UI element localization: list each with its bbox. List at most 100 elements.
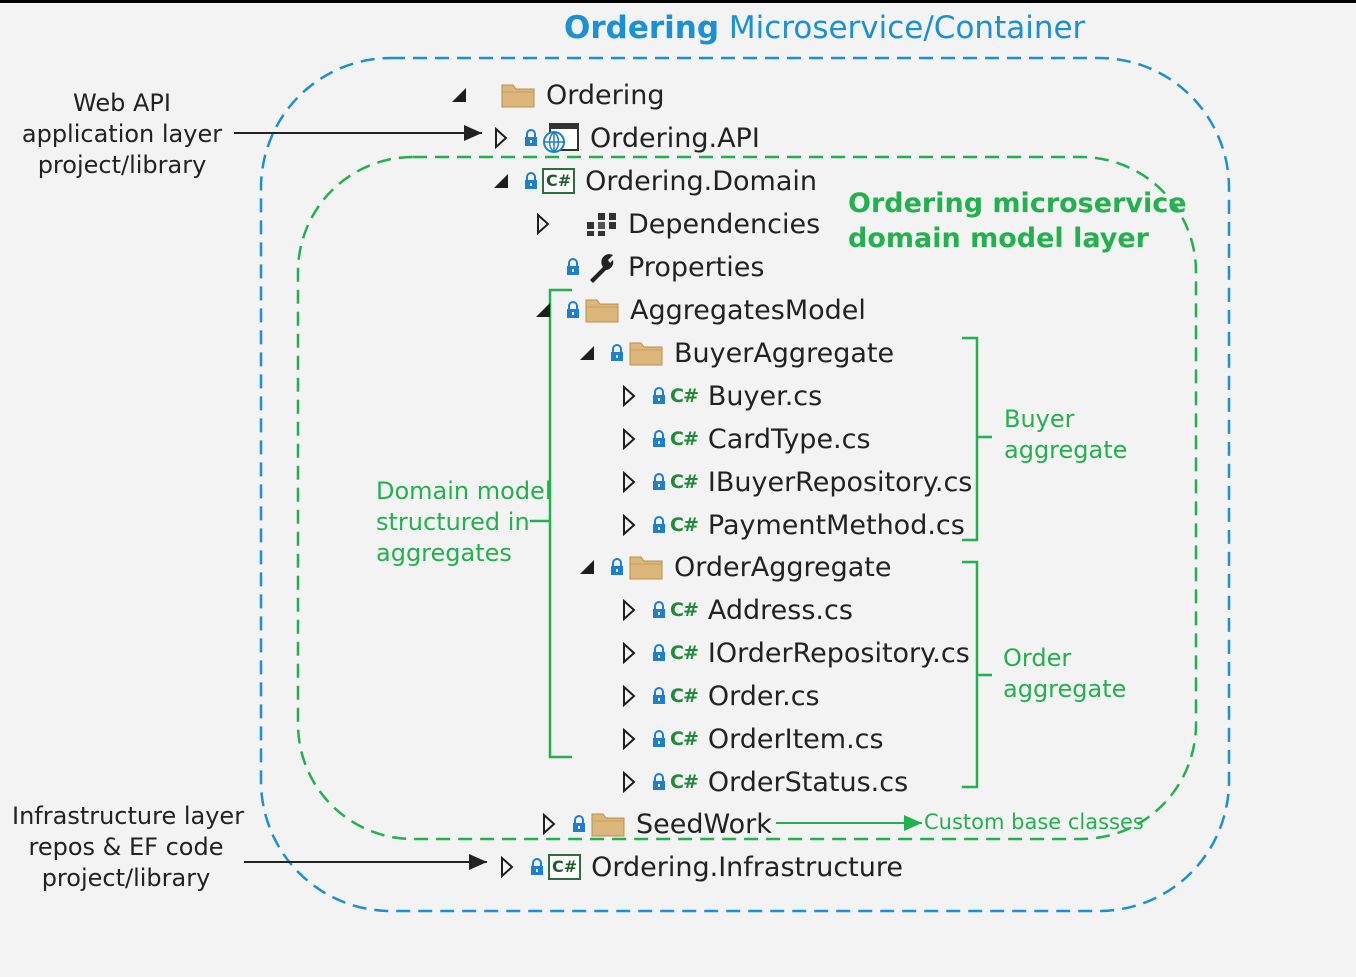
tree-item-label: OrderAggregate: [674, 551, 892, 583]
lock-icon: [610, 558, 628, 576]
expand-arrow-icon[interactable]: [490, 172, 512, 190]
tree-item-dependencies[interactable]: Dependencies: [532, 204, 820, 244]
buyer-bracket: [962, 336, 992, 542]
diagram-title: Ordering Microservice/Container: [564, 10, 1086, 46]
folder-icon: [584, 296, 620, 324]
tree-item-order-cs[interactable]: C# Order.cs: [618, 676, 820, 716]
lock-icon: [566, 301, 584, 319]
csharp-project-icon: C#: [548, 854, 582, 880]
buyer-aggregate-note: Buyer aggregate: [1004, 405, 1128, 464]
tree-item-seedwork[interactable]: SeedWork: [538, 804, 772, 844]
collapse-arrow-icon[interactable]: [618, 685, 640, 707]
expand-arrow-icon[interactable]: [532, 301, 554, 319]
csharp-file-icon: C#: [670, 728, 699, 750]
lock-icon: [524, 129, 542, 147]
folder-icon: [500, 81, 536, 109]
csharp-file-icon: C#: [670, 685, 699, 707]
expand-arrow-icon[interactable]: [576, 344, 598, 362]
tree-item-label: Ordering.Infrastructure: [591, 851, 903, 883]
domain-model-note: Domain model structured in aggregates: [376, 477, 552, 567]
csharp-file-icon: C#: [670, 471, 699, 493]
tree-item-address-cs[interactable]: C# Address.cs: [618, 590, 853, 630]
lock-icon: [652, 644, 670, 662]
tree-item-ordering-infrastructure[interactable]: C# Ordering.Infrastructure: [496, 847, 903, 887]
domain-layer-boundary: [296, 155, 1198, 841]
tree-item-label: AggregatesModel: [630, 294, 866, 326]
collapse-arrow-icon[interactable]: [532, 213, 554, 235]
lock-icon: [652, 387, 670, 405]
tree-item-ordering-domain[interactable]: C# Ordering.Domain: [490, 161, 817, 201]
tree-item-orderitem-cs[interactable]: C# OrderItem.cs: [618, 719, 884, 759]
tree-item-label: Ordering: [546, 79, 665, 111]
tree-item-ordering-api[interactable]: Ordering.API: [490, 118, 760, 158]
tree-item-label: PaymentMethod.cs: [707, 509, 965, 541]
tree-item-label: Order.cs: [707, 680, 820, 712]
folder-icon: [590, 810, 626, 838]
tree-item-cardtype-cs[interactable]: C#CardType.cs: [618, 419, 871, 459]
domain-layer-title: Ordering microservice domain model layer: [848, 188, 1187, 254]
tree-item-ibuyerrepository-cs[interactable]: C# IBuyerRepository.cs: [618, 462, 972, 502]
tree-item-label: Address.cs: [707, 594, 853, 626]
expand-arrow-icon[interactable]: [448, 86, 470, 104]
tree-item-properties[interactable]: Properties: [532, 247, 764, 287]
lock-icon: [652, 773, 670, 791]
collapse-arrow-icon[interactable]: [490, 127, 512, 149]
lock-icon: [652, 601, 670, 619]
folder-icon: [628, 553, 664, 581]
tree-item-label: Ordering.API: [590, 122, 760, 154]
csharp-file-icon: C#: [670, 771, 699, 793]
tree-item-orderaggregate[interactable]: OrderAggregate: [576, 547, 891, 587]
tree-item-label: SeedWork: [636, 808, 772, 840]
collapse-arrow-icon[interactable]: [618, 471, 640, 493]
web-project-icon: [542, 122, 580, 154]
lock-icon: [572, 815, 590, 833]
csharp-project-icon: C#: [542, 168, 576, 194]
tree-item-aggregatesmodel[interactable]: AggregatesModel: [532, 290, 866, 330]
lock-icon: [530, 858, 548, 876]
csharp-file-icon: C#: [670, 514, 699, 536]
collapse-arrow-icon[interactable]: [618, 728, 640, 750]
wrench-icon: [584, 250, 618, 284]
tree-item-buyer-cs[interactable]: C# Buyer.cs: [618, 376, 822, 416]
collapse-arrow-icon[interactable]: [618, 771, 640, 793]
dependencies-icon: [584, 211, 618, 237]
lock-icon: [652, 730, 670, 748]
tree-item-label: OrderItem.cs: [707, 723, 884, 755]
expand-arrow-icon[interactable]: [576, 558, 598, 576]
tree-item-label: BuyerAggregate: [674, 337, 895, 369]
lock-icon: [610, 344, 628, 362]
tree-item-buyeraggregate[interactable]: BuyerAggregate: [576, 333, 894, 373]
tree-item-label: Ordering.Domain: [585, 165, 817, 197]
csharp-file-icon: C#: [670, 385, 699, 407]
lock-icon: [652, 687, 670, 705]
collapse-arrow-icon[interactable]: [618, 599, 640, 621]
lock-icon: [652, 430, 670, 448]
tree-item-label: IBuyerRepository.cs: [707, 466, 973, 498]
infrastructure-note: Infrastructure layer repos & EF code pro…: [12, 802, 245, 892]
collapse-arrow-icon[interactable]: [618, 642, 640, 664]
collapse-arrow-icon[interactable]: [618, 428, 640, 450]
collapse-arrow-icon[interactable]: [618, 514, 640, 536]
tree-item-paymentmethod-cs[interactable]: C# PaymentMethod.cs: [618, 505, 965, 545]
aggregates-bracket: [530, 288, 572, 759]
expander-spacer: [532, 256, 554, 278]
web-api-note: Web API application layer project/librar…: [21, 89, 223, 179]
order-bracket: [962, 560, 992, 789]
lock-icon: [652, 473, 670, 491]
microservice-container-boundary: [259, 56, 1231, 913]
tree-item-label: CardType.cs: [707, 423, 871, 455]
tree-item-label: Buyer.cs: [707, 380, 823, 412]
lock-icon: [652, 516, 670, 534]
tree-item-label: Properties: [628, 251, 765, 283]
tree-item-orderstatus-cs[interactable]: C#OrderStatus.cs: [618, 762, 908, 802]
collapse-arrow-icon[interactable]: [496, 856, 518, 878]
collapse-arrow-icon[interactable]: [538, 813, 560, 835]
collapse-arrow-icon[interactable]: [618, 385, 640, 407]
tree-item-iorderrepository-cs[interactable]: C#IOrderRepository.cs: [618, 633, 970, 673]
tree-item-ordering[interactable]: Ordering: [448, 75, 664, 115]
lock-icon: [566, 258, 584, 276]
order-aggregate-note: Order aggregate: [1003, 644, 1127, 703]
csharp-file-icon: C#: [670, 599, 699, 621]
top-border: [0, 0, 1356, 3]
